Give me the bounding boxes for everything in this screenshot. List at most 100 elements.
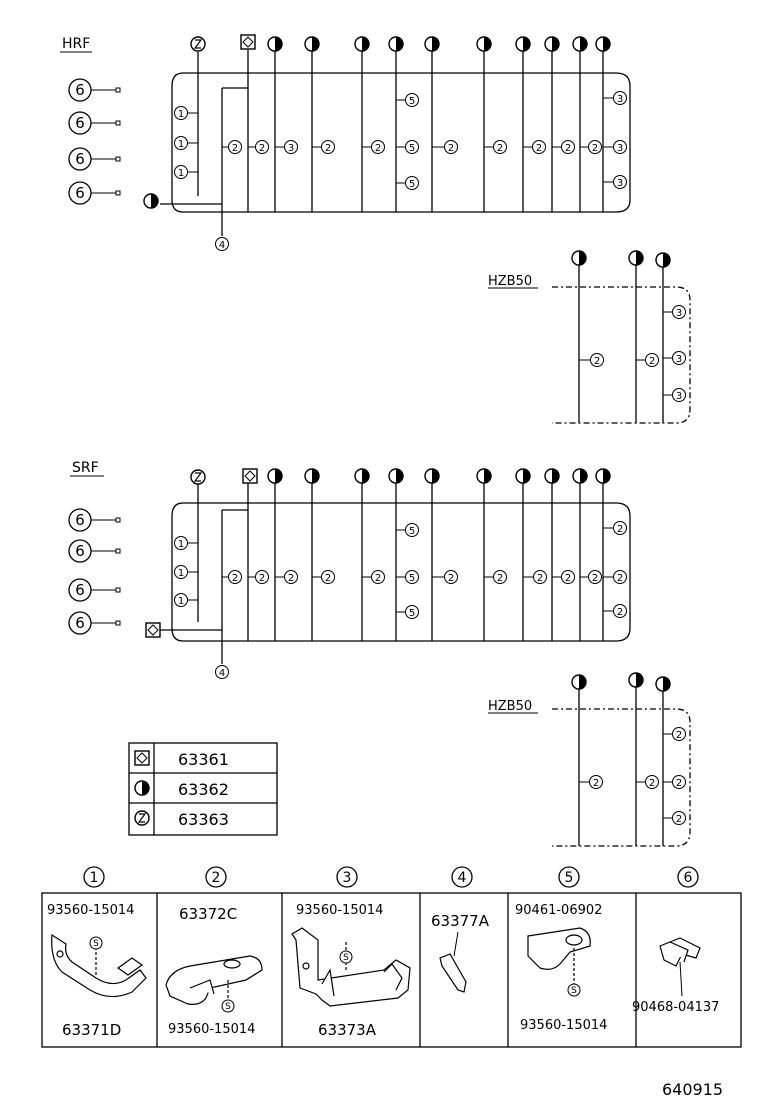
- half-circle-clip-icon: [424, 468, 440, 484]
- half-circle-clip-icon: [628, 672, 644, 688]
- srf-lines: [160, 480, 604, 664]
- half-circle-clip-icon: [595, 468, 611, 484]
- half-circle-clip-icon: [354, 468, 370, 484]
- srf-clip6-callouts: 6 6 6 6: [68, 508, 121, 635]
- half-circle-clip-icon: [515, 468, 531, 484]
- srf-frame-outline: [171, 502, 631, 642]
- swirl-clip-icon: [134, 810, 150, 826]
- hzb50-frame-outline: [552, 286, 691, 424]
- part-label: 90461-06902: [515, 903, 602, 918]
- half-circle-clip-icon: [476, 468, 492, 484]
- hrf-frame-outline: [171, 72, 631, 213]
- svg-text:2: 2: [676, 814, 682, 825]
- hrf-lines: [160, 50, 604, 236]
- svg-text:1: 1: [178, 139, 184, 150]
- svg-text:5: 5: [409, 608, 415, 619]
- svg-text:1: 1: [90, 870, 99, 886]
- clamp-drawing-2: [165, 955, 263, 1005]
- svg-text:2: 2: [497, 573, 503, 584]
- svg-text:3: 3: [617, 94, 623, 105]
- legend-part-number: 63363: [178, 810, 229, 829]
- part-number-3: 3: [336, 866, 358, 888]
- svg-text:1: 1: [178, 539, 184, 550]
- half-circle-clip-icon: [388, 468, 404, 484]
- svg-text:5: 5: [409, 143, 415, 154]
- part-number-2: 2: [205, 866, 227, 888]
- svg-text:6: 6: [75, 114, 85, 132]
- part-label: 93560-15014: [47, 903, 134, 918]
- part-label: 90468-04137: [632, 1000, 719, 1015]
- svg-text:2: 2: [375, 143, 381, 154]
- svg-text:2: 2: [617, 573, 623, 584]
- part-label: 93560-15014: [296, 903, 383, 918]
- svg-text:2: 2: [259, 573, 265, 584]
- part-number-5: 5: [558, 866, 580, 888]
- part-label: 63373A: [318, 1021, 377, 1039]
- svg-text:6: 6: [75, 150, 85, 168]
- sub-label-hzb50: HZB50: [488, 274, 532, 289]
- swirl-clip-icon: [190, 469, 206, 485]
- part-label: 63371D: [62, 1021, 121, 1039]
- square-clip-icon: [240, 34, 256, 50]
- svg-text:2: 2: [536, 143, 542, 154]
- svg-text:6: 6: [75, 511, 85, 529]
- svg-text:2: 2: [649, 778, 655, 789]
- svg-text:2: 2: [565, 573, 571, 584]
- part-label: 93560-15014: [520, 1018, 607, 1033]
- half-circle-clip-icon: [134, 780, 150, 796]
- part-number-6: 6: [677, 866, 699, 888]
- half-circle-clip-icon: [544, 36, 560, 52]
- svg-text:3: 3: [617, 143, 623, 154]
- clamp-drawing-6: [659, 937, 701, 997]
- svg-text:6: 6: [684, 870, 693, 886]
- svg-text:2: 2: [288, 573, 294, 584]
- svg-text:2: 2: [537, 573, 543, 584]
- svg-text:5: 5: [409, 526, 415, 537]
- svg-text:2: 2: [497, 143, 503, 154]
- hrf-clip6-callouts: 6 6 6 6: [68, 78, 121, 205]
- half-circle-clip-icon: [424, 36, 440, 52]
- half-circle-clip-icon: [476, 36, 492, 52]
- svg-text:5: 5: [409, 179, 415, 190]
- svg-text:3: 3: [676, 354, 682, 365]
- half-circle-clip-icon: [388, 36, 404, 52]
- legend-table: 63361 63362 63363: [128, 742, 278, 836]
- hzb50-frame-outline: [552, 708, 691, 847]
- half-circle-clip-icon: [515, 36, 531, 52]
- svg-text:2: 2: [325, 143, 331, 154]
- svg-text:S: S: [225, 1002, 231, 1012]
- svg-text:2: 2: [259, 143, 265, 154]
- half-circle-clip-icon: [544, 468, 560, 484]
- clamp-drawing-3: [291, 927, 411, 1007]
- half-circle-clip-icon: [572, 36, 588, 52]
- sub-label-hzb50: HZB50: [488, 699, 532, 714]
- svg-text:2: 2: [676, 778, 682, 789]
- half-circle-clip-icon: [267, 468, 283, 484]
- svg-text:2: 2: [448, 143, 454, 154]
- srf-callouts: 1 1 1 2 2 2 2 2 5 5 5 2 2 2 2 2 2 2 2: [174, 521, 627, 679]
- half-circle-clip-icon: [354, 36, 370, 52]
- svg-text:S: S: [93, 939, 99, 949]
- section-label-srf: SRF: [72, 460, 99, 476]
- half-circle-clip-icon: [595, 36, 611, 52]
- svg-text:3: 3: [676, 308, 682, 319]
- svg-text:2: 2: [232, 143, 238, 154]
- svg-text:2: 2: [325, 573, 331, 584]
- svg-text:6: 6: [75, 184, 85, 202]
- half-circle-clip-icon: [655, 676, 671, 692]
- clamp-drawing-5: [527, 927, 591, 985]
- svg-text:2: 2: [592, 573, 598, 584]
- svg-text:3: 3: [617, 178, 623, 189]
- svg-text:2: 2: [448, 573, 454, 584]
- svg-text:S: S: [343, 953, 349, 963]
- svg-text:1: 1: [178, 596, 184, 607]
- half-circle-clip-icon: [628, 250, 644, 266]
- part-number-4: 4: [451, 866, 473, 888]
- svg-text:2: 2: [594, 356, 600, 367]
- part-label: 93560-15014: [168, 1022, 255, 1037]
- svg-text:5: 5: [565, 870, 574, 886]
- half-circle-clip-icon: [571, 674, 587, 690]
- svg-text:6: 6: [75, 614, 85, 632]
- half-circle-clip-icon: [304, 36, 320, 52]
